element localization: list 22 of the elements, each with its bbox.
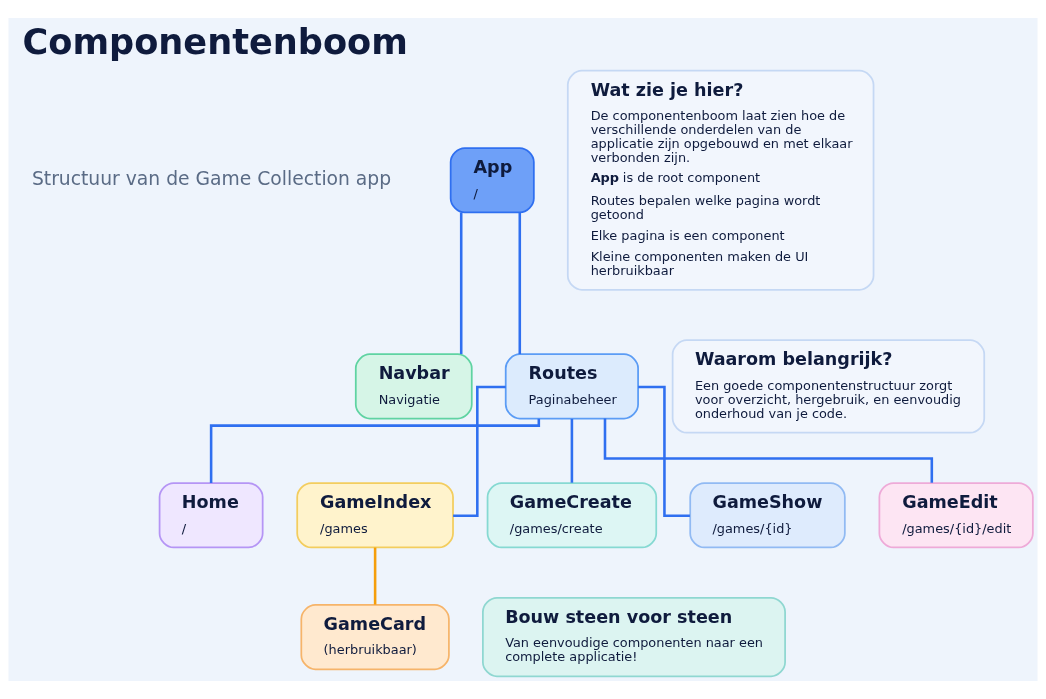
connector <box>603 418 934 483</box>
node-box: GameCreate /games/create <box>486 482 658 549</box>
connector <box>570 418 574 483</box>
node-box: Routes Paginabeheer <box>504 353 639 420</box>
node-box: Waarom belangrijk? Een goede componentenstructuur zorgt voor overzicht, hergebruik, en eenvoudig onderhoud van je code. <box>671 339 986 434</box>
connector <box>518 212 522 355</box>
connector <box>209 418 541 483</box>
connector <box>453 385 506 518</box>
diagram-title: Componentenboom <box>22 21 408 63</box>
connector <box>638 385 690 518</box>
node-box: GameIndex /games <box>296 482 454 549</box>
connector <box>459 212 463 355</box>
connector <box>373 547 377 605</box>
node-box: GameShow /games/{id} <box>689 482 846 549</box>
node-box: App / <box>449 147 535 214</box>
node-box: Navbar Navigatie <box>354 353 473 420</box>
node-box: Wat zie je hier? De componentenboom laat zien hoe de verschillende onderdelen van de applicatie zijn opgebouwd en met elkaar verbonden zijn. App is de root component Routes bepalen welke pagina wordt getoond Elke pagina is een component Kleine componenten maken de UI herbruikbaar <box>566 69 875 291</box>
label: Structuur van de Game Collection app <box>31 167 392 189</box>
node-box: Home / <box>158 482 264 549</box>
node-box: GameCard (herbruikbaar) <box>300 604 450 671</box>
node-box: Bouw steen voor steen Van eenvoudige componenten naar een complete applicatie! <box>482 596 786 678</box>
node-box: GameEdit /games/{id}/edit <box>878 482 1034 549</box>
